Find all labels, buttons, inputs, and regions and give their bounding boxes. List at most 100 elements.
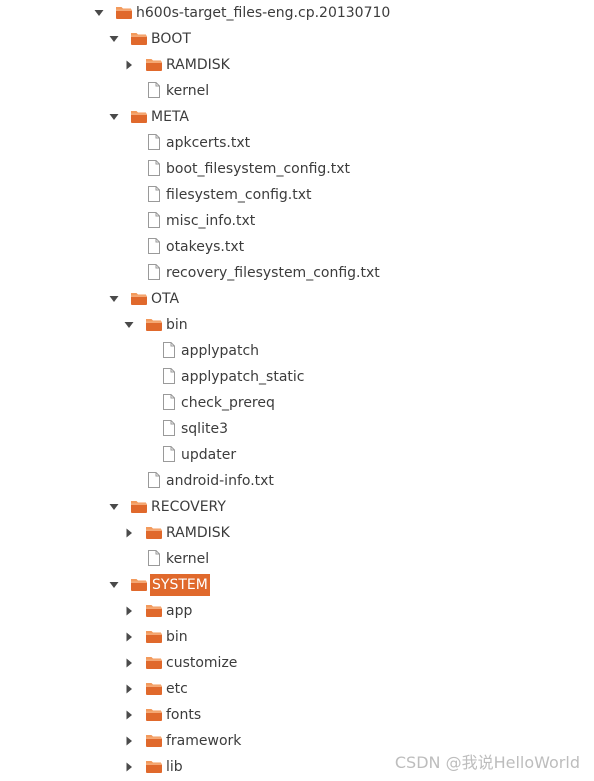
tree-item-label: h600s-target_files-eng.cp.20130710 [136,5,391,21]
expander-expanded-icon[interactable] [108,111,120,123]
tree-row-file[interactable]: sqlite3 [0,416,594,442]
expander-collapsed-icon[interactable] [123,631,135,643]
tree-item-label: recovery_filesystem_config.txt [166,265,380,281]
tree-row-file[interactable]: kernel [0,546,594,572]
tree-row-file[interactable]: otakeys.txt [0,234,594,260]
folder-icon [145,601,163,619]
expander-expanded-icon[interactable] [108,501,120,513]
folder-icon [130,29,148,47]
watermark-text: CSDN @我说HelloWorld [394,753,580,772]
folder-icon [130,107,148,125]
expander-collapsed-icon[interactable] [123,59,135,71]
file-icon [145,237,163,255]
tree-row-folder[interactable]: framework [0,728,594,754]
folder-icon [145,731,163,749]
tree-row-folder[interactable]: h600s-target_files-eng.cp.20130710 [0,0,594,26]
folder-icon [145,705,163,723]
file-icon [145,471,163,489]
tree-item-label: SYSTEM [150,574,210,596]
tree-row-file[interactable]: updater [0,442,594,468]
tree-row-file[interactable]: apkcerts.txt [0,130,594,156]
tree-item-label: META [151,109,189,125]
folder-icon [130,575,148,593]
tree-item-label: sqlite3 [181,421,228,437]
tree-row-folder[interactable]: META [0,104,594,130]
tree-item-label: check_prereq [181,395,275,411]
tree-row-folder[interactable]: fonts [0,702,594,728]
expander-expanded-icon[interactable] [108,33,120,45]
folder-icon [130,497,148,515]
file-icon [160,367,178,385]
tree-row-file[interactable]: filesystem_config.txt [0,182,594,208]
tree-item-label: RECOVERY [151,499,226,515]
tree-row-folder[interactable]: SYSTEM [0,572,594,598]
tree-row-folder[interactable]: app [0,598,594,624]
tree-item-label: applypatch_static [181,369,305,385]
expander-collapsed-icon[interactable] [123,761,135,773]
tree-row-folder[interactable]: RAMDISK [0,52,594,78]
tree-row-file[interactable]: applypatch_static [0,364,594,390]
tree-row-file[interactable]: check_prereq [0,390,594,416]
file-icon [145,133,163,151]
tree-row-folder[interactable]: bin [0,312,594,338]
tree-item-label: OTA [151,291,180,307]
expander-expanded-icon[interactable] [93,7,105,19]
tree-item-label: kernel [166,551,210,567]
expander-collapsed-icon[interactable] [123,683,135,695]
tree-row-folder[interactable]: RAMDISK [0,520,594,546]
tree-item-label: etc [166,681,188,697]
tree-item-label: boot_filesystem_config.txt [166,161,350,177]
tree-row-folder[interactable]: OTA [0,286,594,312]
tree-row-file[interactable]: android-info.txt [0,468,594,494]
expander-collapsed-icon[interactable] [123,657,135,669]
tree-row-file[interactable]: applypatch [0,338,594,364]
tree-row-folder[interactable]: BOOT [0,26,594,52]
folder-icon [130,289,148,307]
tree-item-label: RAMDISK [166,525,230,541]
expander-collapsed-icon[interactable] [123,735,135,747]
tree-row-folder[interactable]: lib [0,754,594,780]
tree-row-folder[interactable]: RECOVERY [0,494,594,520]
tree-item-label: updater [181,447,237,463]
file-icon [145,159,163,177]
tree-row-folder[interactable]: bin [0,624,594,650]
tree-item-label: kernel [166,83,210,99]
file-icon [145,549,163,567]
tree-item-label: bin [166,629,188,645]
expander-collapsed-icon[interactable] [123,527,135,539]
tree-item-label: android-info.txt [166,473,274,489]
tree-item-label: applypatch [181,343,260,359]
file-icon [145,81,163,99]
tree-row-file[interactable]: boot_filesystem_config.txt [0,156,594,182]
tree-item-label: filesystem_config.txt [166,187,312,203]
file-icon [145,263,163,281]
tree-row-file[interactable]: recovery_filesystem_config.txt [0,260,594,286]
expander-collapsed-icon[interactable] [123,709,135,721]
folder-icon [145,757,163,775]
tree-row-folder[interactable]: customize [0,650,594,676]
file-icon [160,393,178,411]
tree-row-folder[interactable]: etc [0,676,594,702]
tree-item-label: framework [166,733,242,749]
file-icon [145,185,163,203]
expander-expanded-icon[interactable] [123,319,135,331]
folder-icon [145,627,163,645]
folder-icon [145,315,163,333]
expander-expanded-icon[interactable] [108,293,120,305]
file-icon [160,341,178,359]
tree-item-label: app [166,603,193,619]
tree-row-file[interactable]: misc_info.txt [0,208,594,234]
tree-row-file[interactable]: kernel [0,78,594,104]
tree-item-label: apkcerts.txt [166,135,251,151]
tree-item-label: misc_info.txt [166,213,256,229]
tree-item-label: bin [166,317,188,333]
folder-icon [115,3,133,21]
folder-icon [145,55,163,73]
expander-expanded-icon[interactable] [108,579,120,591]
tree-item-label: RAMDISK [166,57,230,73]
expander-collapsed-icon[interactable] [123,605,135,617]
tree-item-label: otakeys.txt [166,239,245,255]
tree-item-label: BOOT [151,31,191,47]
file-icon [145,211,163,229]
folder-icon [145,679,163,697]
